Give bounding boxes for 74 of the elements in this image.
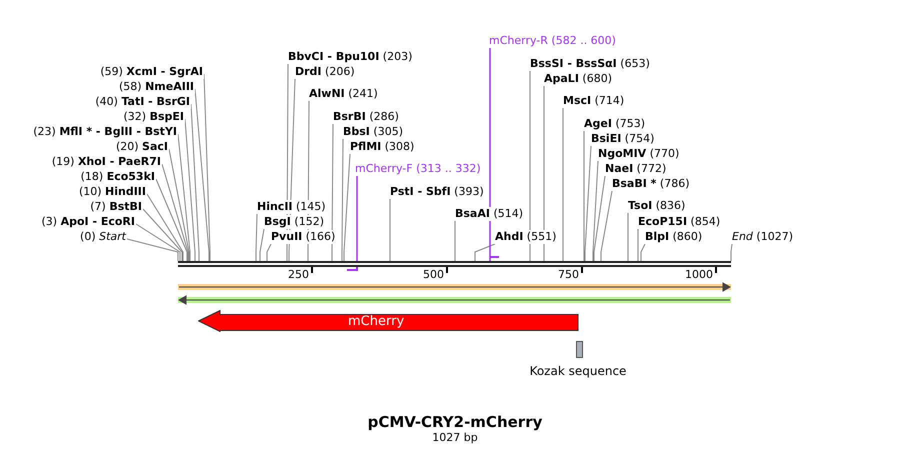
leader-line — [256, 214, 258, 262]
restriction-site-label: (20) SacI — [114, 140, 169, 154]
scale-label: 500 — [423, 269, 444, 281]
scale-label: 1000 — [685, 269, 713, 281]
restriction-site-label: AhdI (551) — [494, 230, 558, 244]
restriction-site-label: DrdI (206) — [294, 65, 356, 79]
primer-line — [489, 48, 491, 261]
map-title: pCMV-CRY2-mCherry — [366, 413, 544, 431]
restriction-site-label: TsoI (836) — [627, 199, 686, 213]
restriction-site-label: (19) XhoI - PaeR7I — [50, 155, 162, 169]
restriction-site-label: (40) TatI - BsrGI — [94, 95, 191, 109]
restriction-site-label: AgeI (753) — [583, 117, 646, 131]
leader-line — [266, 244, 272, 262]
restriction-site-label: BsiEI (754) — [590, 132, 656, 146]
restriction-site-label: (0) Start — [79, 230, 127, 244]
leader-line — [592, 160, 598, 262]
restriction-site-label: PstI - SbfI (393) — [389, 185, 485, 199]
primer-label: mCherry-R (582 .. 600) — [489, 34, 616, 48]
leader-line — [168, 148, 190, 262]
feature-label: Kozak sequence — [528, 364, 628, 378]
restriction-site-label: (10) HindIII — [78, 185, 147, 199]
restriction-site-label: BsaAI (514) — [454, 207, 524, 221]
coding-feature — [198, 310, 579, 332]
leader-line — [344, 154, 350, 262]
leader-line — [260, 228, 264, 262]
restriction-site-label: EcoP15I (854) — [637, 215, 722, 229]
restriction-site-label: (23) MflI * - BglII - BstYI — [32, 125, 178, 139]
restriction-site-label: (18) Eco53kI — [80, 170, 156, 184]
restriction-site-label: ApaLI (680) — [543, 72, 613, 86]
scale-label: 750 — [558, 269, 579, 281]
leader-line — [594, 176, 606, 262]
restriction-site-label: (3) ApoI - EcoRI — [40, 215, 136, 229]
restriction-site-label: NaeI (772) — [604, 162, 668, 176]
restriction-site-label: MscI (714) — [562, 94, 626, 108]
leader-line — [640, 244, 646, 262]
feature-label: mCherry — [348, 314, 404, 329]
restriction-site-label: NgoMIV (770) — [597, 147, 680, 161]
restriction-site-label: BbvCI - Bpu10I (203) — [287, 50, 414, 64]
leader-line — [454, 220, 456, 262]
restriction-site-label: BbsI (305) — [342, 125, 404, 139]
leader-line — [146, 194, 184, 262]
leader-line — [600, 190, 612, 262]
restriction-site-label: End (1027) — [731, 230, 794, 244]
leader-line — [474, 244, 496, 262]
scale-label: 250 — [288, 269, 309, 281]
leader-line — [584, 146, 592, 262]
restriction-site-label: BssSI - BssSαI (653) — [529, 57, 651, 71]
leader-line — [162, 164, 188, 262]
restriction-site-label: (7) BstBI — [89, 200, 143, 214]
primer-line — [356, 176, 358, 261]
restriction-site-label: BsrBI (286) — [332, 110, 400, 124]
restriction-site-label: HincII (145) — [256, 200, 327, 214]
leader-line — [562, 108, 564, 262]
leader-line — [142, 208, 182, 262]
restriction-site-label: PflMI (308) — [349, 140, 416, 154]
leader-line — [342, 138, 344, 262]
leader-line — [156, 178, 188, 262]
restriction-site-label: (59) XcmI - SgrAI — [99, 65, 204, 79]
primer-label: mCherry-F (313 .. 332) — [355, 162, 481, 176]
restriction-site-label: BlpI (860) — [644, 230, 704, 244]
restriction-site-label: AlwNI (241) — [308, 87, 379, 101]
leader-line — [126, 238, 178, 262]
restriction-site-label: BsaBI * (786) — [611, 177, 690, 191]
leader-line — [136, 224, 180, 262]
leader-line — [730, 244, 732, 262]
sequence-bar — [178, 261, 731, 267]
reverse-strand-track — [178, 295, 731, 305]
restriction-site-label: PvuII (166) — [270, 230, 336, 244]
restriction-site-label: BsgI (152) — [263, 215, 325, 229]
restriction-site-label: (32) BspEI — [122, 110, 185, 124]
forward-strand-track — [178, 282, 731, 292]
leader-line — [332, 124, 334, 262]
restriction-site-label: (58) NmeAIII — [118, 80, 195, 94]
sequence-length: 1027 bp — [431, 431, 479, 444]
